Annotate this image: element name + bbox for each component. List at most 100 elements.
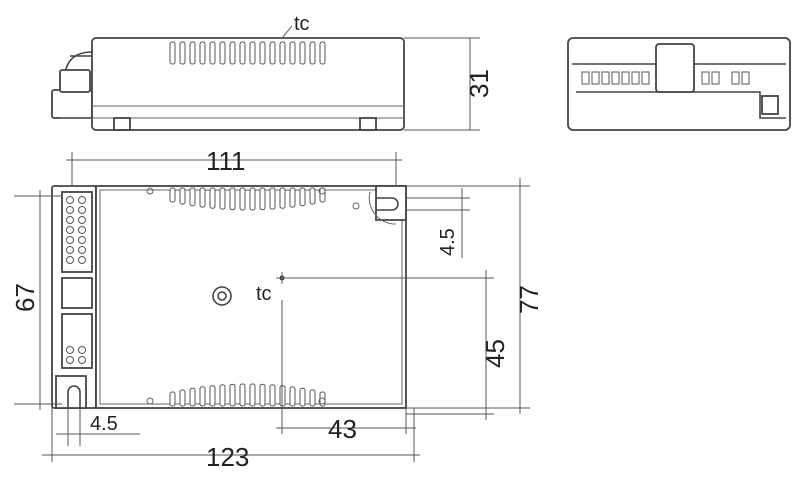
plan-terminal-pin <box>78 226 86 234</box>
end-terminal-pin <box>611 71 620 85</box>
plan-vent-slot-top <box>299 187 306 207</box>
side-vent-slot <box>229 41 236 65</box>
end-terminals <box>581 71 750 85</box>
end-center-latch <box>655 43 695 93</box>
plan-terminal-pins <box>66 196 86 364</box>
plan-terminal-pin <box>66 196 74 204</box>
plan-hole-5 <box>352 202 360 210</box>
plan-center-boss-outer <box>212 286 232 306</box>
side-vents <box>169 41 326 65</box>
plan-vents-top <box>169 187 326 211</box>
plan-mount-tab-right <box>375 185 407 221</box>
plan-mount-tab-left <box>55 375 87 409</box>
plan-terminal-pin <box>78 256 86 264</box>
plan-vent-slot-top <box>309 187 316 205</box>
plan-vent-slot-bottom <box>229 383 236 407</box>
plan-vent-slot-top <box>219 187 226 210</box>
side-connector-neck <box>59 69 91 93</box>
end-terminal-pin <box>581 71 590 85</box>
plan-terminal-pin <box>78 236 86 244</box>
dim-45-label: 4.5 <box>90 413 118 435</box>
end-terminal-pin <box>741 71 750 85</box>
end-terminal-pin <box>621 71 630 85</box>
end-right-tab <box>761 95 779 115</box>
side-vent-slot <box>289 41 296 65</box>
end-terminal-pin <box>601 71 610 85</box>
side-vent-slot <box>249 41 256 65</box>
plan-vent-slot-top <box>199 187 206 208</box>
plan-vent-slot-bottom <box>199 386 206 407</box>
plan-vent-slot-bottom <box>179 389 186 407</box>
plan-vent-slot-bottom <box>269 384 276 407</box>
plan-vent-slot-bottom <box>239 383 246 407</box>
plan-vent-slot-top <box>169 187 176 203</box>
side-vent-slot <box>219 41 226 65</box>
plan-vent-slot-bottom <box>169 391 176 407</box>
dim-43-label: 43 <box>328 414 357 444</box>
plan-vent-slot-top <box>259 187 266 211</box>
side-housing <box>91 37 405 131</box>
plan-vent-slot-top <box>279 187 286 209</box>
side-vent-slot <box>189 41 196 65</box>
plan-mount-slot-left <box>67 385 81 408</box>
plan-terminal-pin <box>78 356 86 364</box>
plan-vent-slot-top <box>229 187 236 211</box>
plan-terminal-pin <box>66 226 74 234</box>
plan-vent-slot-bottom <box>309 389 316 407</box>
side-foot-left <box>113 117 131 131</box>
dim-31-label: 31 <box>464 69 494 98</box>
side-tc-leader <box>281 25 293 39</box>
dim-67-label: 67 <box>10 283 40 312</box>
plan-vent-slot-bottom <box>299 387 306 407</box>
plan-terminal-pin <box>78 346 86 354</box>
dim-45c-label: 4.5 <box>437 228 459 256</box>
plan-vent-slot-top <box>239 187 246 211</box>
end-terminal-pin <box>731 71 740 85</box>
side-vent-slot <box>269 41 276 65</box>
side-vent-slot <box>199 41 206 65</box>
plan-vent-slot-bottom <box>219 384 226 407</box>
plan-vent-slot-bottom <box>259 383 266 407</box>
plan-terminal-pin <box>66 236 74 244</box>
plan-vent-slot-top <box>249 187 256 211</box>
plan-vent-slot-bottom <box>209 385 216 407</box>
plan-hole-1 <box>146 187 154 195</box>
side-vent-slot <box>319 41 326 65</box>
plan-hole-2 <box>318 187 326 195</box>
plan-housing <box>95 185 407 409</box>
side-foot-right <box>359 117 377 131</box>
dim-123-label: 123 <box>206 442 249 472</box>
plan-vent-slot-bottom <box>289 386 296 407</box>
plan-center-boss-inner <box>217 291 227 301</box>
side-vent-slot <box>209 41 216 65</box>
plan-terminal-pin <box>78 246 86 254</box>
plan-vent-slot-top <box>179 187 186 205</box>
side-vent-slot <box>239 41 246 65</box>
plan-vents-bottom <box>169 383 326 407</box>
side-vent-slot <box>169 41 176 65</box>
end-terminal-pin <box>591 71 600 85</box>
dim-77-label: 77 <box>514 285 544 314</box>
end-view <box>567 37 791 131</box>
end-terminal-pin <box>701 71 710 85</box>
side-connector-block <box>51 89 93 119</box>
plan-vent-slot-top <box>269 187 276 210</box>
plan-vent-slot-top <box>289 187 296 208</box>
plan-terminal-pin <box>66 256 74 264</box>
end-terminal-pin <box>711 71 720 85</box>
plan-hole-3 <box>146 397 154 405</box>
plan-tc-label: tc <box>256 283 272 305</box>
plan-terminal-pin <box>66 246 74 254</box>
plan-mount-slot-right <box>376 197 399 211</box>
plan-terminal-pin <box>66 356 74 364</box>
plan-vent-slot-top <box>209 187 216 209</box>
end-terminal-pin <box>641 71 650 85</box>
plan-vent-slot-bottom <box>189 387 196 407</box>
dim-111-label: 111 <box>206 146 246 176</box>
plan-corner-arc <box>368 191 397 225</box>
side-vent-slot <box>309 41 316 65</box>
plan-terminal-pin <box>66 206 74 214</box>
end-terminal-pin <box>631 71 640 85</box>
